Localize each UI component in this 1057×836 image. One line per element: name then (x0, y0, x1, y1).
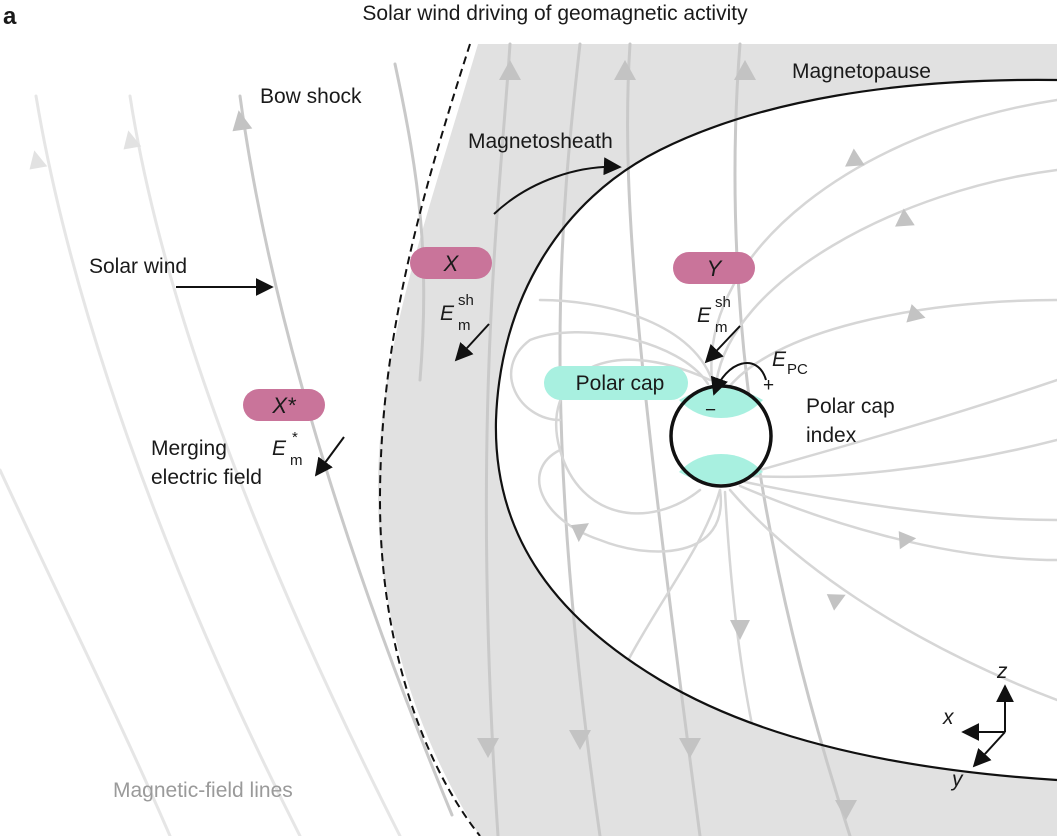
polar-cap-index-line1: Polar cap (806, 395, 895, 418)
sheath-field-y-arrow (704, 325, 741, 364)
svg-text:Y: Y (707, 256, 723, 281)
svg-text:E: E (440, 302, 455, 325)
bow-shock-line (378, 43, 481, 836)
y-axis-label: y (950, 768, 964, 791)
svg-text:sh: sh (458, 292, 474, 309)
polar-cap-field-label: E PC (772, 348, 808, 378)
sheath-field-x-label: E sh m (440, 292, 474, 334)
earth (669, 384, 773, 488)
svg-text:*: * (292, 429, 298, 446)
magnetosphere-field-lines (509, 98, 1057, 762)
solar-wind-label: Solar wind (89, 255, 187, 278)
magnetosheath-arrow (493, 157, 622, 215)
svg-text:Polar cap: Polar cap (576, 372, 665, 395)
polar-cap-index-line2: index (806, 424, 857, 447)
svg-text:PC: PC (787, 361, 808, 378)
plus-sign: + (763, 375, 774, 396)
polar-cap-potential-arrow (710, 362, 767, 396)
sheath-field-x-arrow (454, 323, 490, 362)
svg-text:m: m (290, 452, 303, 469)
field-lines-label: Magnetic-field lines (113, 779, 293, 802)
merging-field-label: E * m (272, 429, 303, 469)
merging-label-line2: electric field (151, 466, 262, 489)
svg-text:m: m (458, 317, 471, 334)
x-axis-label: x (942, 706, 955, 729)
pill-y: Y (673, 252, 755, 284)
svg-text:sh: sh (715, 294, 731, 311)
magnetopause-label: Magnetopause (792, 60, 931, 83)
svg-text:X*: X* (271, 393, 297, 418)
svg-text:E: E (272, 437, 287, 460)
minus-sign: − (705, 400, 716, 421)
polar-cap-pill: Polar cap (544, 366, 688, 400)
magnetosheath-field-lines (477, 42, 857, 836)
merging-label-line1: Merging (151, 437, 227, 460)
svg-text:E: E (772, 348, 787, 371)
solar-wind-field-lines (0, 62, 454, 836)
sheath-field-y-label: E sh m (697, 294, 731, 336)
bow-shock-label: Bow shock (260, 85, 362, 108)
magnetosheath-label: Magnetosheath (468, 130, 613, 153)
panel-label: a (3, 3, 17, 30)
coordinate-axes: z x y (942, 660, 1014, 791)
z-axis-label: z (996, 660, 1008, 683)
merging-field-arrow (314, 436, 345, 477)
svg-text:X: X (443, 251, 460, 276)
svg-text:m: m (715, 319, 728, 336)
north-polar-cap-region (679, 388, 763, 418)
south-polar-cap-region (679, 454, 763, 484)
magnetopause-boundary (494, 78, 1057, 782)
diagram-title: Solar wind driving of geomagnetic activi… (362, 2, 748, 25)
svg-text:E: E (697, 304, 712, 327)
magnetosphere-region (495, 79, 1057, 780)
pill-x: X (410, 247, 492, 279)
pill-x-star: X* (243, 389, 325, 421)
